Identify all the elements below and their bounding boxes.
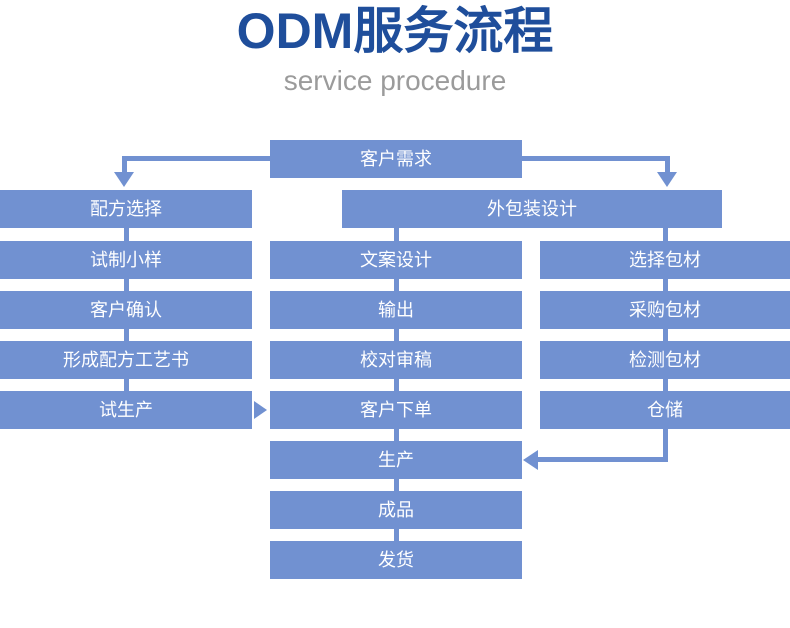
node-left-head[interactable]: 配方选择: [0, 190, 252, 228]
connector-right-2: [663, 329, 668, 341]
node-right-step-4[interactable]: 仓储: [540, 391, 790, 429]
arrow-down-to-formula-selection: [114, 172, 134, 187]
connector-warehouse-to-production: [538, 457, 668, 462]
connector-middle-3: [394, 379, 399, 391]
connector-right-0: [663, 228, 668, 241]
node-right-step-1[interactable]: 选择包材: [540, 241, 790, 279]
connector-tail-2: [394, 529, 399, 541]
connector-left-1: [124, 279, 129, 291]
node-left-step-1[interactable]: 试制小样: [0, 241, 252, 279]
connector-middle-2: [394, 329, 399, 341]
arrow-down-to-packaging-design: [657, 172, 677, 187]
node-middle-step-3[interactable]: 校对审稿: [270, 341, 522, 379]
connector-root-to-right-vertical: [665, 156, 670, 176]
connector-middle-4: [394, 429, 399, 441]
connector-left-0: [124, 228, 129, 241]
connector-warehouse-down: [663, 429, 668, 462]
node-left-step-4[interactable]: 试生产: [0, 391, 252, 429]
node-middle-head[interactable]: 外包装设计: [342, 190, 722, 228]
arrow-left-warehouse-to-production: [523, 450, 538, 470]
node-middle-step-4[interactable]: 客户下单: [270, 391, 522, 429]
connector-middle-0: [394, 228, 399, 241]
connector-left-3: [124, 379, 129, 391]
connector-right-3: [663, 379, 668, 391]
node-middle-step-1[interactable]: 文案设计: [270, 241, 522, 279]
connector-right-1: [663, 279, 668, 291]
page-subtitle: service procedure: [283, 65, 507, 96]
page-title: ODM服务流程: [236, 3, 554, 59]
connector-middle-1: [394, 279, 399, 291]
node-left-step-2[interactable]: 客户确认: [0, 291, 252, 329]
arrow-right-trial-to-order: [254, 401, 267, 419]
connector-left-2: [124, 329, 129, 341]
node-right-step-2[interactable]: 采购包材: [540, 291, 790, 329]
header: ODM服务流程 service procedure: [0, 0, 790, 98]
node-right-step-3[interactable]: 检测包材: [540, 341, 790, 379]
node-tail-3[interactable]: 发货: [270, 541, 522, 579]
node-middle-step-2[interactable]: 输出: [270, 291, 522, 329]
connector-root-to-left-horizontal: [122, 156, 272, 161]
node-tail-2[interactable]: 成品: [270, 491, 522, 529]
node-root[interactable]: 客户需求: [270, 140, 522, 178]
node-left-step-3[interactable]: 形成配方工艺书: [0, 341, 252, 379]
connector-tail-1: [394, 479, 399, 491]
connector-root-to-right-horizontal: [520, 156, 670, 161]
connector-root-to-left-vertical: [122, 156, 127, 176]
node-tail-1[interactable]: 生产: [270, 441, 522, 479]
